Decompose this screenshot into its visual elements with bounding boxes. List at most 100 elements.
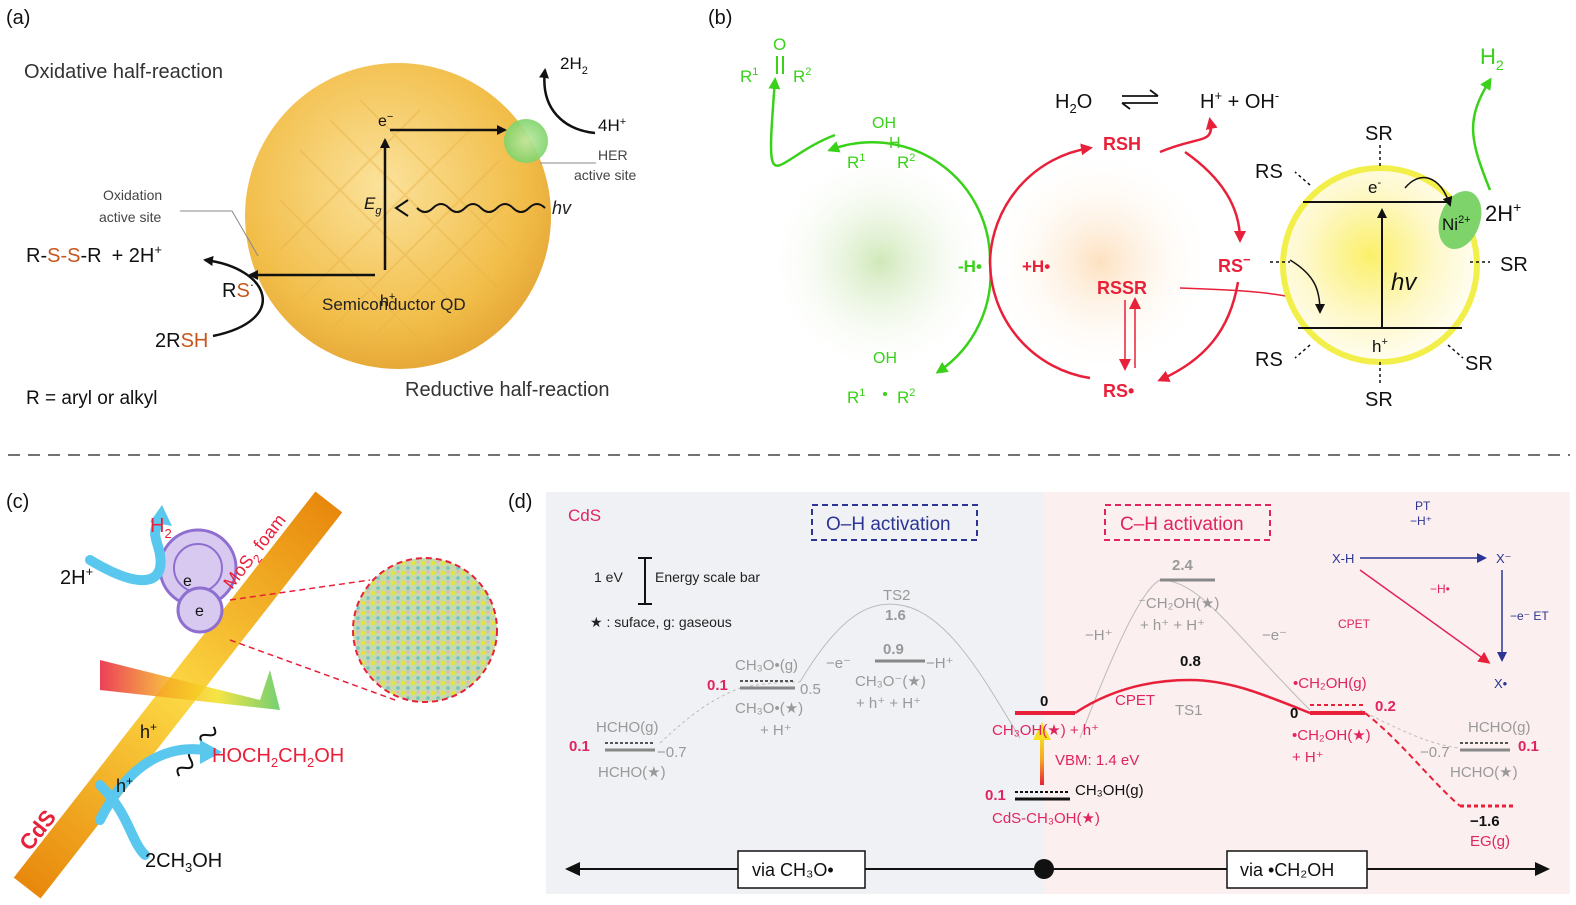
via-left-box (737, 850, 866, 889)
minus-h-right: −H⁺ (1085, 627, 1113, 644)
ts1-label: TS1 (1175, 702, 1203, 719)
h2-c-label: H2 (150, 515, 172, 541)
her-label-line2: active site (574, 167, 636, 183)
hcho-s-right: HCHO(★) (1450, 764, 1518, 781)
electron-c-label-2: e (195, 603, 204, 620)
h2-evolution-arrow (539, 68, 596, 135)
radical-oh: OH (873, 350, 897, 367)
val-02: 0.2 (1375, 698, 1396, 715)
electron-to-ni-arrow (1404, 176, 1453, 207)
cpet-inset-arrow (1359, 569, 1491, 664)
semiconductor-qd-sphere (245, 63, 551, 369)
her-active-site-blob (504, 119, 548, 163)
vbm-arrow (1040, 735, 1044, 785)
panel-c-label: (c) (6, 491, 29, 513)
minus-h-left: −H⁺ (926, 655, 954, 672)
alcohol-oh: OH (872, 115, 896, 132)
methanol-c-arrow (95, 780, 150, 860)
ch3oh-s-label: CH₃OH(★) + h⁺ (992, 722, 1099, 739)
photon-wave (416, 203, 546, 213)
ch2oh-s-label: •CH₂OH(★) (1292, 727, 1371, 744)
via-right-label: via •CH₂OH (1240, 860, 1334, 880)
ch-activation-title: C–H activation (1120, 514, 1244, 535)
legend-text: ★ : suface, g: gaseous (590, 614, 732, 630)
hole-b-label: h+ (1372, 336, 1388, 356)
hcho-g-left: HCHO(g) (596, 719, 659, 736)
scale-label: Energy scale bar (655, 569, 760, 585)
hcho-s-left: HCHO(★) (598, 764, 666, 781)
x-minus-label: X⁻ (1496, 551, 1512, 566)
electron-b-label: e- (1368, 177, 1381, 197)
ch3oh-g-label: CH₃OH(g) (1075, 782, 1144, 799)
ts2-label: TS2 (883, 587, 911, 604)
via-left-label: via CH₃O• (752, 860, 834, 880)
plus-h-label: +H• (1022, 257, 1050, 276)
vbm-arrowhead (1033, 722, 1051, 740)
electron-label: e− (378, 111, 393, 130)
ligand-bottom: SR (1365, 389, 1393, 411)
oh-path-1 (659, 681, 801, 744)
minus-e-right: −e⁻ (1262, 627, 1287, 644)
val-01-hcho-right: 0.1 (1518, 738, 1539, 755)
ketone-o: O (773, 35, 786, 54)
minus-h-label: -H• (958, 257, 982, 276)
panel-a-label: (a) (6, 7, 30, 29)
hole-c-label-1: h+ (140, 720, 157, 742)
hole-c-label-2: h+ (116, 774, 133, 796)
axis-right-head (1535, 862, 1550, 876)
plus-hh-right: + h⁺ + H⁺ (1140, 617, 1205, 634)
ligand-upper-left: RS (1255, 161, 1283, 183)
rssr-label: RSSR (1097, 278, 1147, 298)
axis-center-dot (1034, 859, 1054, 879)
oxidation-label-line1: Oxidation (103, 187, 162, 203)
vbm-label: VBM: 1.4 eV (1055, 752, 1139, 769)
ts2-value: 1.6 (885, 607, 906, 624)
ch-activation-box (1104, 504, 1271, 541)
reductive-title: Reductive half-reaction (405, 379, 610, 401)
red-cycle-glow (985, 147, 1215, 377)
ts1-value: 0.8 (1180, 653, 1201, 670)
protons-c-label: 2H+ (60, 564, 93, 589)
val-0-center: 0 (1040, 693, 1048, 710)
green-cycle-glow (765, 147, 995, 377)
cpet-path (1074, 678, 1311, 715)
panel-b: (b) O R1 R2 OH H R1 R2 OH R1 R2 -H• +H• (708, 7, 1528, 411)
ketone-release-arrow (768, 77, 836, 167)
ions-label: H+ + OH- (1200, 88, 1279, 113)
panel-d-label: (d) (508, 491, 532, 513)
ch3o-anion: CH₃O⁻(★) (855, 673, 926, 690)
radical-formation-arrow (1157, 281, 1240, 382)
ch-hcho-path (1359, 709, 1461, 749)
cpet-inset-label: CPET (1338, 617, 1371, 631)
h2-product-label: 2H2 (560, 54, 588, 77)
ni-label: Ni2+ (1442, 214, 1471, 234)
ligand-bonds (1270, 145, 1490, 385)
h2-evolution-b-arrow (1471, 77, 1492, 191)
rsh-label: RSH (1103, 134, 1141, 154)
ligand-lower-left: RS (1255, 349, 1283, 371)
alcohol-r1: R1 (847, 152, 865, 172)
disulfide-product: R-S-S-R+ 2H+ (26, 242, 162, 267)
light-beam (100, 660, 280, 710)
equilibrium-reverse (1121, 102, 1158, 110)
ligand-lower-right: SR (1465, 353, 1493, 375)
equilibrium-forward (1122, 89, 1159, 97)
ketone-r2: R2 (793, 66, 811, 86)
thiol-oxidation-arrow (203, 256, 264, 338)
plus-h-right: + H⁺ (1292, 749, 1324, 766)
thiol-reactant-label: 2RSH (155, 330, 208, 352)
her-label-line1: HER (598, 147, 628, 163)
water-label: H2O (1055, 91, 1092, 116)
cds-ch3oh-label: CdS-CH₃OH(★) (992, 810, 1100, 827)
deprotonation-arrow (1184, 150, 1246, 243)
oh-activation-background (546, 492, 1044, 894)
ketone-r1: R1 (740, 66, 758, 86)
thiyl-radical-b-label: RS• (1103, 381, 1134, 401)
alcohol-r2: R2 (897, 152, 915, 172)
val-m07-left: −0.7 (657, 744, 687, 761)
ligand-top: SR (1365, 123, 1393, 145)
ch3o-g: CH₃O•(g) (735, 657, 798, 674)
ligand-right: SR (1500, 254, 1528, 276)
plus-hh-left: + h⁺ + H⁺ (856, 695, 921, 712)
